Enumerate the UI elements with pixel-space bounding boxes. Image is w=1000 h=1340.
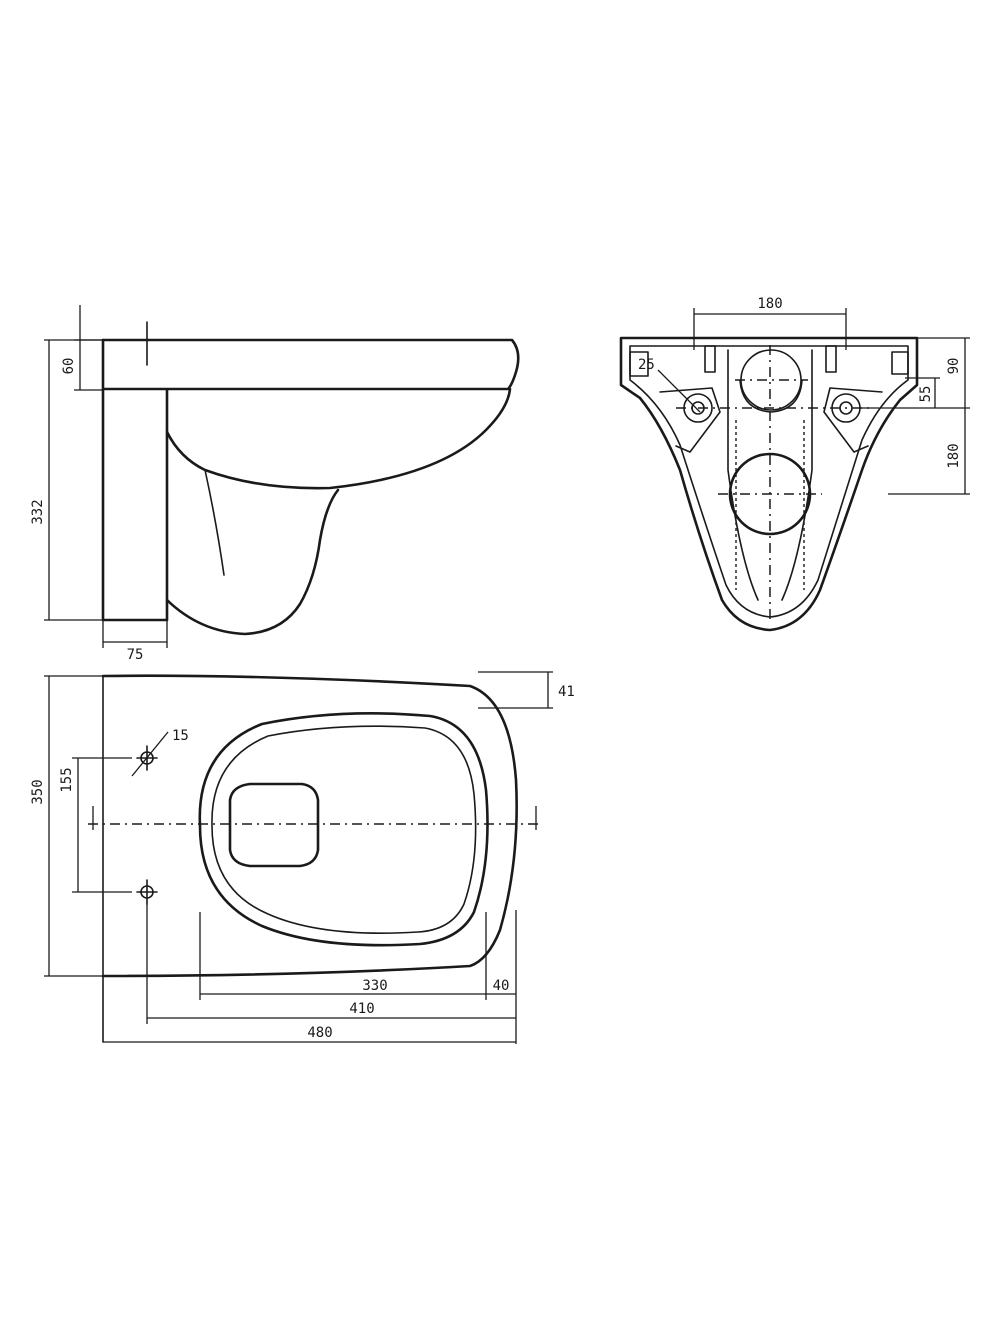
plan-dim-410-label: 410 [349,1001,374,1017]
plan-dim-15-leader [131,731,169,777]
front-right-bracket [823,387,883,453]
front-dim-90-label: 90 [946,358,962,375]
side-trap-line [204,469,225,576]
plan-dim-155-label: 155 [59,767,75,792]
front-outer-outline [619,336,919,632]
plan-dim-350-label: 350 [30,779,46,804]
front-inner-outline [629,345,909,618]
plan-rim-inner [211,725,477,934]
front-slot-left-outer [629,351,649,377]
side-bowl-body [165,387,512,490]
plan-dim-41-label: 41 [558,684,575,700]
front-dim-180-right-label: 180 [946,443,962,468]
side-dim-332-label: 332 [30,499,46,524]
front-slot-right [825,345,837,373]
plan-rim-outer [198,712,489,947]
side-view: 60 332 75 [30,305,520,663]
front-inner-channel [727,349,813,601]
front-dim-25-label: 25 [638,357,655,373]
side-wall-block [101,338,169,622]
plan-dim-40-label: 40 [493,978,510,994]
front-dim-180-top-label: 180 [757,296,782,312]
side-dim-60-label: 60 [61,358,77,375]
side-bowl-foot [165,488,340,636]
front-inlet-slot [739,379,803,413]
plan-bowl-opening [228,782,320,868]
front-view: 180 25 90 55 180 [619,296,970,632]
plan-outer-outline [101,674,518,978]
front-left-bracket [659,387,721,453]
plan-dim-480-label: 480 [307,1025,332,1041]
front-slot-left [704,345,716,373]
plan-dim-15-label: 15 [172,728,189,744]
side-bowl-rim [101,338,520,391]
plan-dim-330-label: 330 [362,978,387,994]
front-slot-right-outer [891,351,909,375]
side-dim-75-label: 75 [127,647,144,663]
plan-view: 15 155 350 41 330 40 410 480 [30,671,575,1044]
front-dim-55-label: 55 [918,386,934,403]
plan-fixing-bottom [136,879,158,905]
front-dim-25-leader [657,369,701,413]
